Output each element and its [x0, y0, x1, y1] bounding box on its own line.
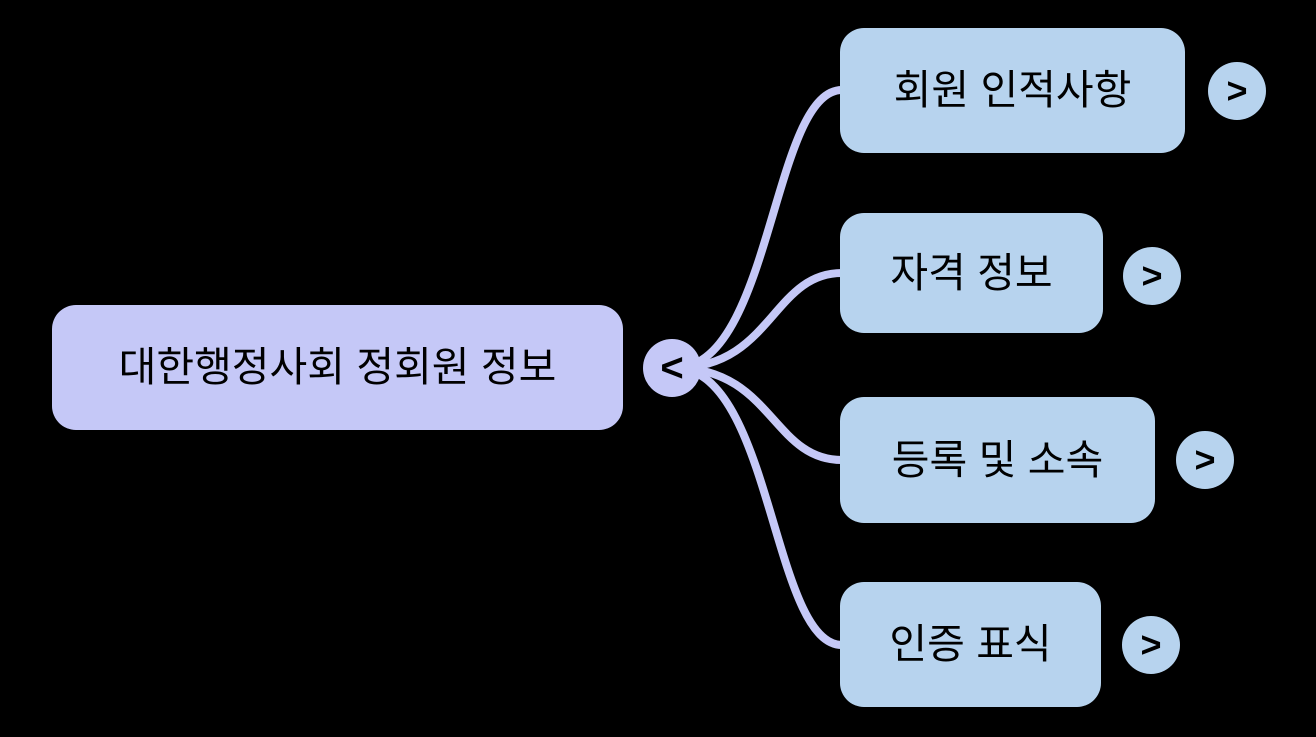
expand-button-qualification-info[interactable]: > [1123, 247, 1181, 305]
connector-root-to-child-1 [671, 86, 846, 372]
child-node-label: 회원 인적사항 [893, 67, 1132, 113]
root-node-label: 대한행정사회 정회원 정보 [118, 344, 557, 390]
child-node-registration-affiliation[interactable]: 등록 및 소속 [840, 397, 1155, 523]
connector-root-to-child-2 [671, 269, 846, 372]
child-node-label: 인증 표식 [889, 621, 1052, 667]
expand-icon: > [1226, 70, 1248, 111]
connector-root-to-child-3 [671, 364, 846, 464]
expand-icon: > [1140, 624, 1162, 665]
expand-button-member-personal-info[interactable]: > [1208, 62, 1266, 120]
expand-button-registration-affiliation[interactable]: > [1176, 431, 1234, 489]
child-node-certification-mark[interactable]: 인증 표식 [840, 582, 1101, 707]
expand-button-certification-mark[interactable]: > [1122, 616, 1180, 674]
child-node-member-personal-info[interactable]: 회원 인적사항 [840, 28, 1185, 153]
collapse-button[interactable]: < [643, 339, 701, 397]
root-node[interactable]: 대한행정사회 정회원 정보 [52, 305, 623, 430]
expand-icon: > [1141, 255, 1163, 296]
collapse-icon: < [660, 346, 684, 390]
expand-icon: > [1194, 439, 1216, 480]
connector-root-to-child-4 [671, 364, 846, 649]
child-node-label: 등록 및 소속 [891, 436, 1104, 483]
child-node-label: 자격 정보 [890, 249, 1053, 296]
child-node-qualification-info[interactable]: 자격 정보 [840, 213, 1103, 333]
